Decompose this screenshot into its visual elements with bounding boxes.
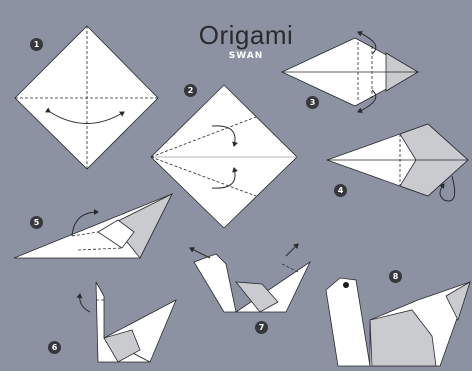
step-badge-8: 8 xyxy=(389,270,402,283)
step-badge-3: 3 xyxy=(306,96,319,109)
step-badge-6: 6 xyxy=(48,341,61,354)
step-8-figure xyxy=(326,278,470,366)
step-3-figure xyxy=(282,32,418,112)
page-title: Origami xyxy=(196,20,296,51)
step-badge-2: 2 xyxy=(184,84,197,97)
step-6-figure xyxy=(80,282,176,362)
step-7-figure xyxy=(190,244,310,312)
eye-icon xyxy=(343,282,349,288)
step-7-head-arrow xyxy=(190,248,210,258)
step-badge-5: 5 xyxy=(30,216,43,229)
step-7-neck xyxy=(194,254,236,312)
step-badge-7: 7 xyxy=(255,321,268,334)
step-2-figure xyxy=(151,85,297,228)
step-7-tail-arrow xyxy=(286,244,298,256)
step-badge-1: 1 xyxy=(30,38,43,51)
step-badge-4: 4 xyxy=(334,184,347,197)
step-8-neck xyxy=(326,278,370,366)
step-6-arrow xyxy=(80,294,90,312)
page-subtitle: SWAN xyxy=(196,51,296,61)
step-2-paper xyxy=(151,85,297,228)
step-4-figure xyxy=(327,124,468,201)
step-7-fold-line xyxy=(282,264,298,272)
